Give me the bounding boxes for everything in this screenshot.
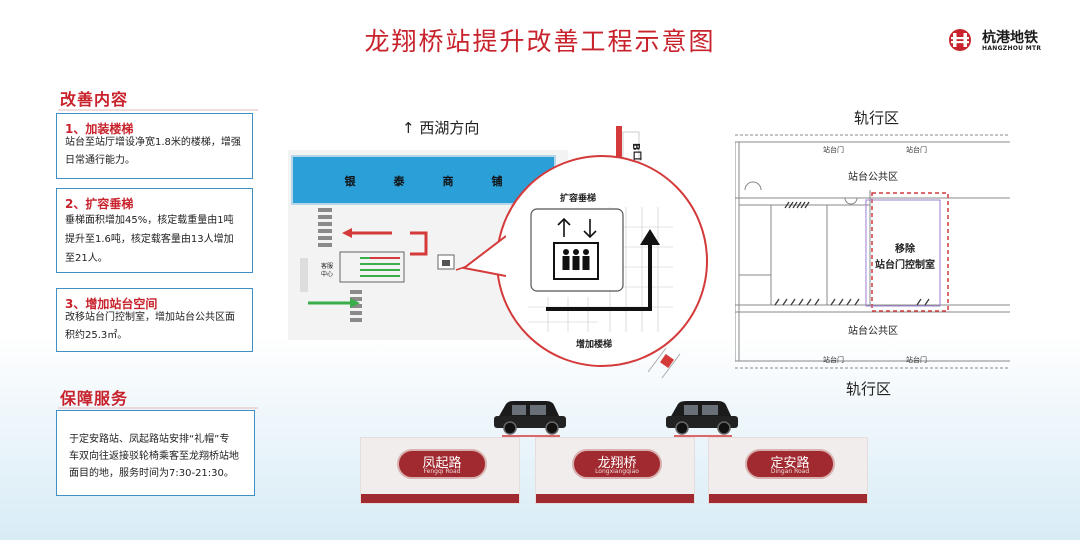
- zoom-drawing: [528, 207, 673, 332]
- station-name-en: Dingan Road: [770, 468, 810, 475]
- platform-plan-drawing: [735, 134, 1010, 369]
- service-heading: 保障服务: [60, 389, 129, 408]
- zoom-detail-circle: 扩容垂梯 增加楼梯: [496, 155, 708, 367]
- hangzhou-mtr-logo: 杭港地铁 HANGZHOU MTR: [948, 26, 1058, 56]
- elevator-upgrade-label: 扩容垂梯: [560, 194, 597, 204]
- remove-control-room-line1: 移除: [895, 244, 915, 255]
- taxi-right-icon: [666, 401, 738, 437]
- station-name-en: Longxiangqiao: [595, 468, 639, 475]
- station-pill: 定安路 Dingan Road: [745, 449, 835, 479]
- service-center-label: 客服 中心: [321, 263, 334, 278]
- station-name-en: Fengqi Road: [423, 468, 461, 475]
- station-base: [709, 494, 867, 503]
- card-line: 提升至1.6吨，核定载客量由13人增加: [65, 234, 234, 245]
- service-card: 于定安路站、凤起路站安排“礼帽”专 车双向往返接驳轮椅乘客至龙翔桥站地 面目的地…: [56, 410, 255, 496]
- service-line: 面目的地，服务时间为7:30-21:30。: [69, 468, 234, 479]
- logo-text-cn: 杭港地铁: [982, 30, 1038, 46]
- stairs-added-label: 增加楼梯: [576, 340, 613, 350]
- station-longxiangqiao: 龙翔桥 Longxiangqiao: [535, 437, 695, 504]
- platform-door-label: 站台门: [906, 146, 927, 154]
- card-line: 站台至站厅增设净宽1.8米的楼梯，增强: [65, 137, 241, 148]
- elevator-arrows-icon: [557, 217, 597, 239]
- improvements-heading: 改善内容: [60, 90, 129, 109]
- yintai-shops: 银泰商铺: [291, 155, 556, 205]
- station-name-cn: 龙翔桥: [597, 456, 637, 471]
- improvement-card-platform: 3、增加站台空间 改移站台门控制室，增加站台公共区面 积约25.3㎡。: [56, 288, 253, 352]
- shops-label: 银泰商铺: [344, 175, 541, 188]
- platform-door-label: 站台门: [823, 356, 844, 364]
- west-lake-direction: ↑ 西湖方向: [402, 119, 480, 137]
- card-line: 改移站台门控制室，增加站台公共区面: [65, 312, 235, 323]
- station-dingan-road: 定安路 Dingan Road: [708, 437, 868, 504]
- card-title: 2、扩容垂梯: [65, 197, 134, 211]
- platform-door-label: 站台门: [823, 146, 844, 154]
- station-name-cn: 凤起路: [422, 456, 462, 471]
- zoom-callout-tail: [462, 235, 506, 277]
- public-area-top: 站台公共区: [848, 172, 898, 183]
- logo-text-en: HANGZHOU MTR: [982, 45, 1042, 52]
- card-line: 至21人。: [65, 253, 108, 264]
- taxi-left-icon: [494, 401, 566, 437]
- card-line: 积约25.3㎡。: [65, 330, 128, 341]
- card-line: 垂梯面积增加45%，核定载重量由1吨: [65, 215, 234, 226]
- card-title: 1、加装楼梯: [65, 122, 134, 136]
- station-base: [536, 494, 694, 503]
- card-line: 日常通行能力。: [65, 155, 135, 166]
- exit-b-label: B口: [630, 143, 641, 161]
- heading-underline: [58, 407, 258, 409]
- public-area-bottom: 站台公共区: [848, 326, 898, 337]
- station-pill: 龙翔桥 Longxiangqiao: [572, 449, 662, 479]
- station-fengqi-road: 凤起路 Fengqi Road: [360, 437, 520, 504]
- station-base: [361, 494, 519, 503]
- page-title: 龙翔桥站提升改善工程示意图: [364, 27, 716, 56]
- heading-underline: [58, 109, 258, 111]
- station-pill: 凤起路 Fengqi Road: [397, 449, 487, 479]
- card-title: 3、增加站台空间: [65, 297, 158, 311]
- track-area-top: 轨行区: [854, 109, 900, 127]
- station-name-cn: 定安路: [770, 456, 810, 471]
- service-line: 于定安路站、凤起路站安排“礼帽”专: [69, 434, 230, 445]
- mtr-logo-icon: [949, 29, 971, 51]
- improvement-card-stairs: 1、加装楼梯 站台至站厅增设净宽1.8米的楼梯，增强 日常通行能力。: [56, 113, 253, 179]
- platform-door-label: 站台门: [906, 356, 927, 364]
- exit-passage: [647, 347, 681, 379]
- track-area-bottom: 轨行区: [846, 380, 892, 398]
- service-line: 车双向往返接驳轮椅乘客至龙翔桥站地: [69, 451, 239, 462]
- improvement-card-elevator: 2、扩容垂梯 垂梯面积增加45%，核定载重量由1吨 提升至1.6吨，核定载客量由…: [56, 188, 253, 273]
- remove-control-room-line2: 站台门控制室: [875, 260, 935, 271]
